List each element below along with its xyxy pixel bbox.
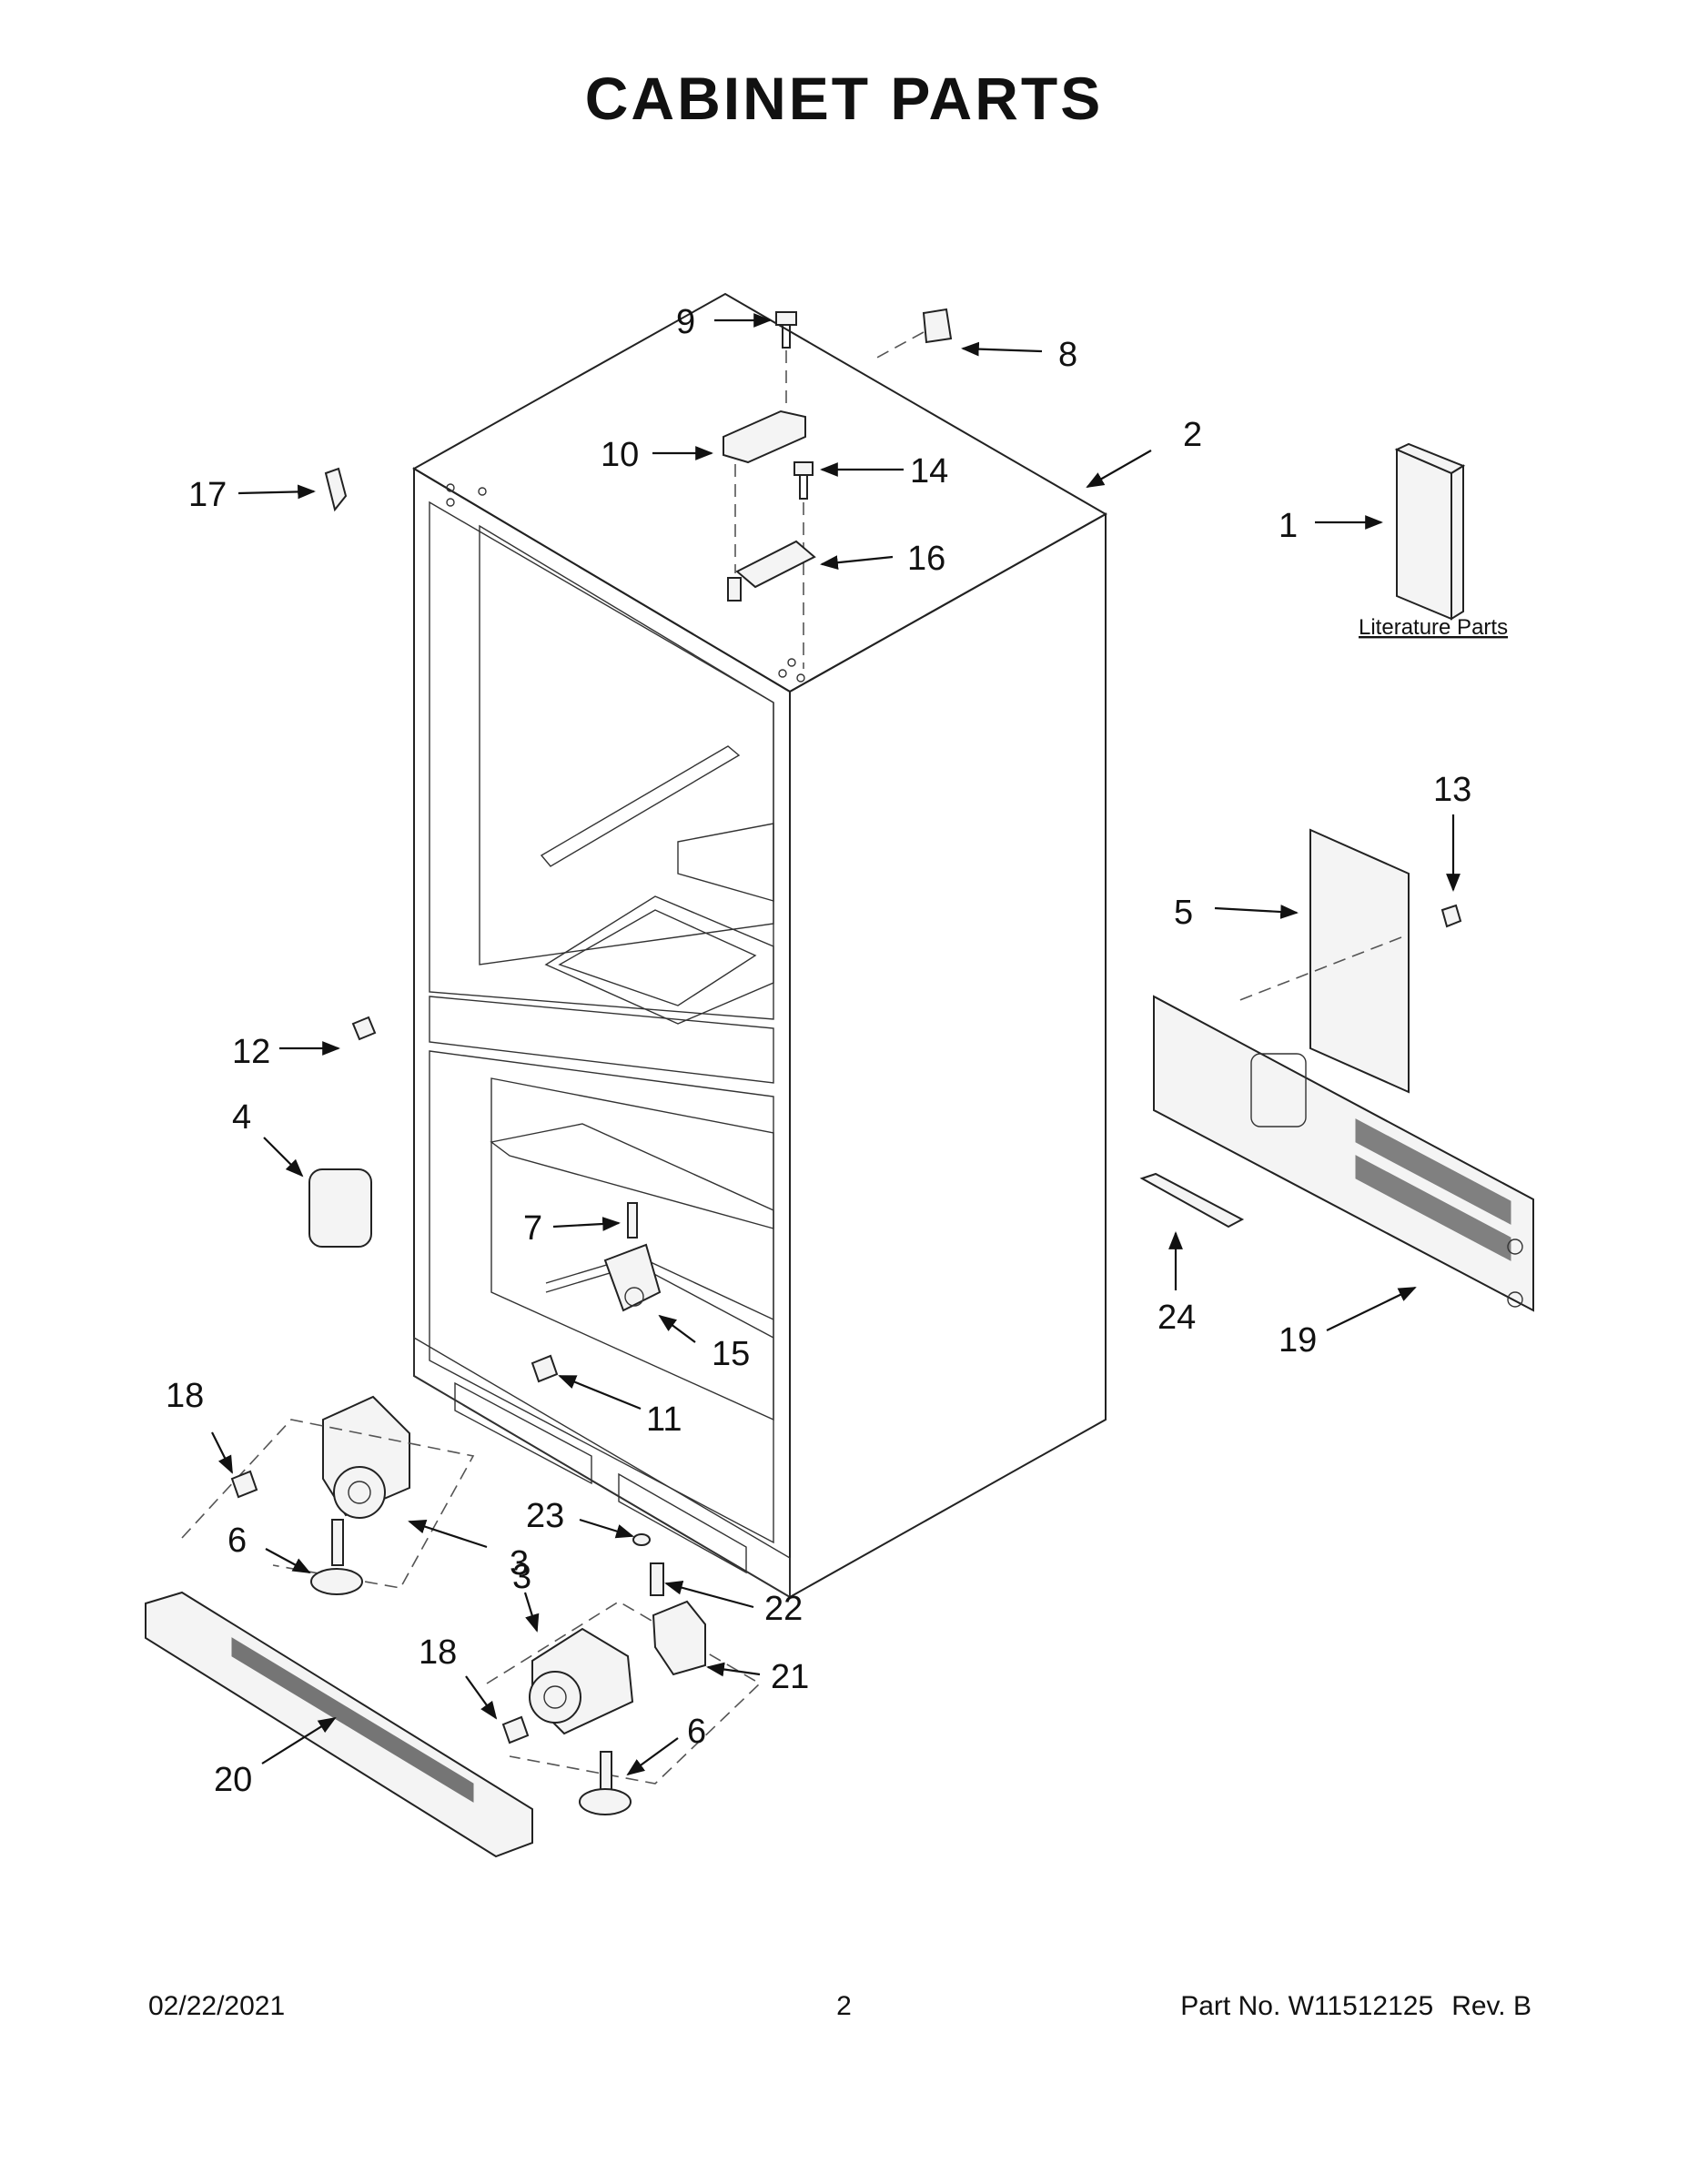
callout-24: 24 [1157,1299,1196,1337]
part-15-hinge [603,1243,662,1312]
callout-14: 14 [910,452,948,490]
part-20-toe-grille [145,1591,533,1858]
callout-9: 9 [676,303,695,341]
part-16-hinge [735,540,816,589]
callout-17: 17 [188,476,227,514]
footer-page-number: 2 [836,1991,852,2021]
part-3-roller-rear [529,1627,634,1735]
footer-revision: Rev. B [1451,1991,1531,2021]
callout-18-rear: 18 [419,1633,457,1672]
callout-6-front: 6 [227,1522,247,1560]
part-22-pin [650,1562,664,1596]
callout-20: 20 [214,1761,252,1799]
callout-7: 7 [523,1209,542,1248]
callout-18-front: 18 [166,1377,204,1415]
callout-8: 8 [1058,336,1077,374]
callout-10: 10 [601,436,639,474]
part-1-literature [1396,448,1452,621]
part-18-screw-rear [501,1715,530,1744]
footer-part-label: Part No. W11512125 [1180,1991,1434,2021]
callout-4: 4 [232,1098,251,1137]
callout-3-front: 3 [510,1544,529,1582]
part-3-roller-front [322,1395,410,1519]
part-17-clip [324,467,348,512]
callout-11: 11 [646,1400,682,1439]
footer-date: 02/22/2021 [148,1991,286,2021]
callout-22: 22 [764,1590,803,1628]
part-8-label [922,308,953,344]
part-6-leveler-rear [579,1751,632,1815]
part-5-panel [1309,828,1410,1094]
callout-19: 19 [1279,1321,1317,1360]
part-23-washer [632,1533,651,1546]
callout-15: 15 [712,1335,750,1373]
callout-labels: 1 2 3 3 4 5 6 6 7 8 9 10 11 12 13 14 15 … [166,303,1508,1799]
part-13-screw [1440,904,1462,928]
part-10-hinge-cover [723,410,806,464]
cabinet-body [411,292,1108,1599]
part-12-screw [351,1016,377,1041]
literature-parts-label: Literature Parts [1359,615,1508,640]
part-21-bracket [652,1600,706,1676]
part-4-cover [308,1168,372,1248]
footer-part-number: Part No. W11512125 Rev. B [1180,1991,1531,2022]
callout-16: 16 [907,540,945,578]
callout-21: 21 [771,1658,809,1696]
callout-arrows [211,313,1461,1776]
page-title: CABINET PARTS [584,65,1104,132]
callout-2: 2 [1183,416,1202,454]
part-7-pin [627,1202,638,1239]
callout-3-rear: 3 [512,1558,531,1596]
callout-23: 23 [526,1497,564,1535]
part-9-screw [775,311,797,410]
part-24-seal [1139,1172,1245,1228]
callout-13: 13 [1433,771,1471,809]
callout-12: 12 [232,1033,270,1071]
callout-6-rear: 6 [687,1713,706,1751]
part-6-leveler-front [310,1519,363,1595]
part-18-screw-front [230,1470,258,1499]
part-19-grille [1153,995,1534,1312]
part-11-screw [531,1354,559,1383]
part-14-screw [793,461,814,669]
callout-1: 1 [1279,507,1298,545]
callout-5: 5 [1174,894,1193,932]
